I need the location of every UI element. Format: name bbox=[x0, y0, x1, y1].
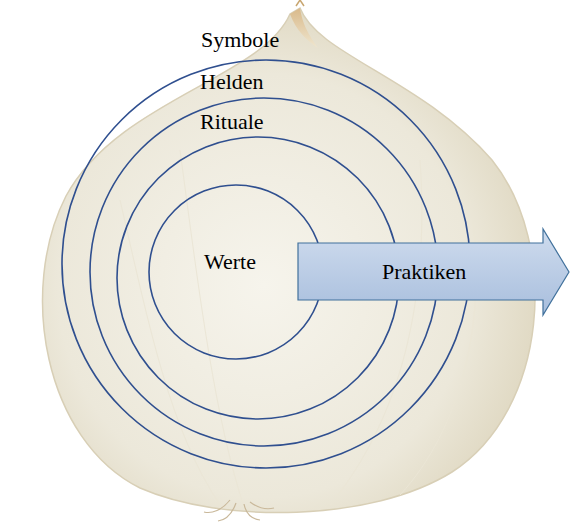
ring-outline bbox=[62, 60, 470, 468]
arrow-label: Praktiken bbox=[382, 260, 466, 284]
layer-label: Symbole bbox=[201, 28, 279, 52]
layer-label: Werte bbox=[204, 250, 256, 274]
layer-label: Helden bbox=[200, 70, 264, 94]
ring-outline bbox=[149, 185, 323, 359]
practice-arrow: Praktiken bbox=[297, 228, 570, 316]
layer-label: Rituale bbox=[200, 110, 264, 134]
arrow-outline bbox=[298, 229, 569, 315]
